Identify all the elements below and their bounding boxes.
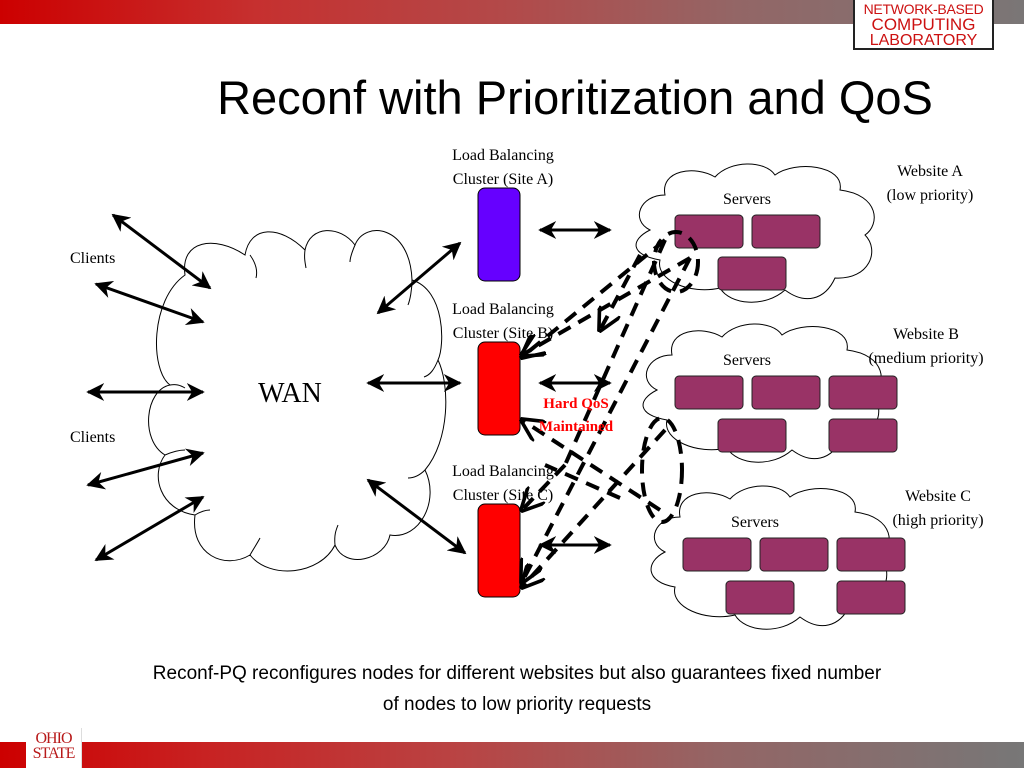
cluster-b-label-line2: Cluster (Site B) [453, 325, 553, 342]
server-node [674, 375, 744, 410]
nbcl-logo-line3: LABORATORY [869, 32, 978, 49]
client-link-arrow [94, 280, 205, 326]
site-b-c-selection-ellipse [640, 416, 684, 524]
website-b-server-cloud: Servers [642, 323, 898, 463]
wan-label: WAN [258, 378, 322, 409]
servers-label: Servers [723, 352, 771, 369]
server-node [717, 418, 787, 453]
wan-site-c-arrow [366, 478, 467, 555]
caption-line-1: Reconf-PQ reconfigures nodes for differe… [152, 663, 882, 684]
servers-label: Servers [723, 191, 771, 208]
cluster-site-c-box [477, 503, 521, 598]
dashed-arrow [522, 257, 692, 582]
dashed-arrow [522, 463, 567, 510]
wan-cluster-arrows [366, 241, 467, 555]
site-a-selection-ellipse [652, 230, 700, 294]
website-a-server-cloud: Servers [635, 163, 875, 303]
clients-bottom-label: Clients [70, 429, 115, 446]
bottom-banner-bar [0, 742, 1024, 768]
server-node [759, 537, 829, 572]
qos-label-line1: Hard QoS [543, 396, 608, 412]
website-b-priority: (medium priority) [868, 350, 983, 367]
server-node [836, 537, 906, 572]
client-link-arrow [86, 448, 205, 490]
cluster-a-label-line1: Load Balancing [452, 147, 554, 164]
website-c-server-cloud: Servers [650, 485, 906, 630]
server-node [828, 375, 898, 410]
server-node [751, 375, 821, 410]
dashed-arrow [563, 239, 667, 466]
cluster-b-label-line1: Load Balancing [452, 301, 554, 318]
server-node [682, 537, 752, 572]
dashed-arrow [544, 463, 621, 500]
cluster-c-label-line2: Cluster (Site C) [453, 487, 553, 504]
dashed-arrow [522, 238, 667, 357]
osu-logo-line2: STATE [32, 745, 76, 762]
osu-logo-line1: OHIO [35, 730, 73, 747]
cluster-server-arrows [538, 221, 612, 554]
server-node [836, 580, 906, 615]
server-node [674, 214, 744, 249]
slide-caption: Reconf-PQ reconfigures nodes for differe… [40, 658, 994, 720]
website-c-priority: (high priority) [892, 512, 983, 529]
website-a-priority: (low priority) [887, 187, 974, 204]
cluster-site-b-box [477, 341, 521, 436]
slide-title: Reconf with Prioritization and QoS [217, 71, 933, 124]
server-node [725, 580, 795, 615]
client-link-arrow [94, 495, 205, 562]
nbcl-logo-line2: COMPUTING [871, 15, 976, 34]
website-b-name: Website B [893, 326, 959, 343]
nbcl-logo: NETWORK-BASED COMPUTING LABORATORY [853, 0, 994, 50]
nbcl-logo-line1: NETWORK-BASED [863, 1, 984, 17]
cluster-a-label-line2: Cluster (Site A) [453, 171, 553, 188]
caption-line-2: of nodes to low priority requests [382, 694, 652, 715]
clients-top-label: Clients [70, 250, 115, 267]
reconfiguration-dashed-arrows [522, 238, 692, 587]
dashed-arrow [600, 254, 642, 330]
cluster-site-a-box [477, 187, 521, 282]
client-arrows [86, 213, 212, 562]
server-node [717, 256, 787, 291]
qos-label-line2: Maintained [539, 419, 614, 435]
server-node [828, 418, 898, 453]
dashed-selection-ellipses [640, 230, 700, 524]
dashed-arrow [522, 428, 667, 587]
wan-site-a-arrow [376, 241, 462, 315]
ohio-state-logo: OHIO STATE [26, 728, 82, 768]
client-link-arrow [111, 213, 212, 290]
cluster-c-label-line1: Load Balancing [452, 463, 554, 480]
website-a-name: Website A [897, 163, 963, 180]
dashed-arrow [522, 420, 662, 512]
server-node [751, 214, 821, 249]
website-c-name: Website C [905, 488, 971, 505]
servers-label: Servers [731, 514, 779, 531]
